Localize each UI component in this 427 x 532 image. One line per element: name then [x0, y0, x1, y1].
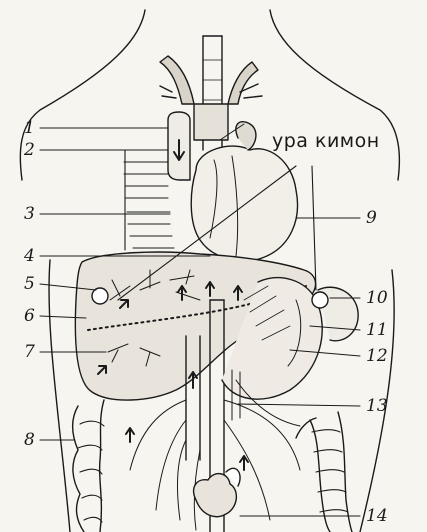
label-6: 6	[24, 308, 35, 325]
label-2: 2	[24, 142, 35, 159]
descending-colon	[296, 412, 352, 532]
caption-pointer-2	[312, 166, 316, 290]
label-13: 13	[366, 398, 388, 415]
ribs	[124, 150, 174, 250]
label-10: 10	[366, 290, 388, 307]
label-1: 1	[24, 120, 35, 137]
label-12: 12	[366, 348, 388, 365]
label-7: 7	[24, 344, 35, 361]
label-14: 14	[366, 508, 388, 525]
label-9: 9	[366, 210, 377, 227]
caption-label: ура кимон	[272, 130, 380, 152]
superior-vena-cava	[168, 112, 190, 180]
ascending-colon	[73, 400, 104, 532]
lower-organ	[194, 468, 240, 516]
label-8: 8	[24, 432, 35, 449]
label-4: 4	[24, 248, 35, 265]
label-5: 5	[24, 276, 35, 293]
leader-13	[238, 404, 360, 406]
label-3: 3	[24, 206, 35, 223]
label-11: 11	[366, 322, 388, 339]
gallbladder	[92, 288, 108, 304]
